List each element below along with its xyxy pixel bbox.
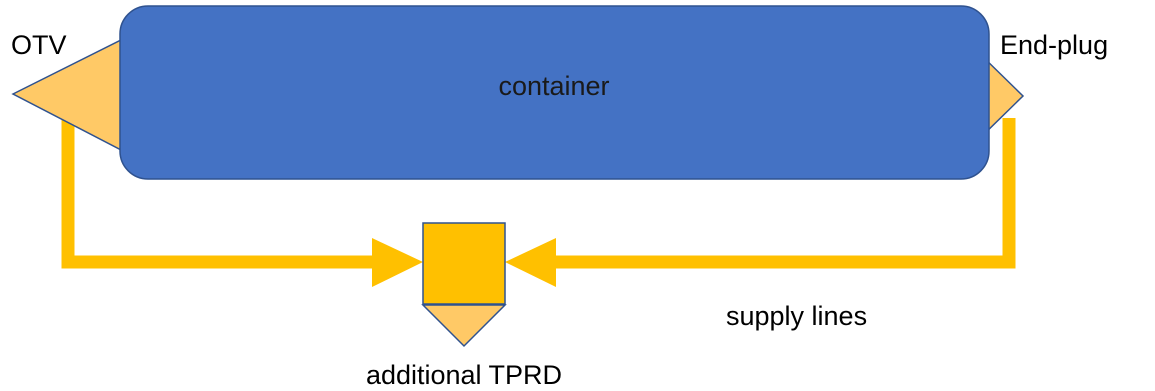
supply-line-left bbox=[61, 120, 380, 269]
arrowhead-right bbox=[505, 238, 556, 287]
label-end-plug: End-plug bbox=[1000, 30, 1108, 60]
supply-line-right bbox=[548, 118, 1016, 269]
arrowhead-left bbox=[372, 238, 423, 287]
tprd-valve-shape bbox=[421, 304, 507, 348]
tprd-box bbox=[422, 222, 506, 305]
label-supply-lines: supply lines bbox=[726, 301, 867, 331]
label-additional-tprd: additional TPRD bbox=[366, 360, 562, 390]
label-otv: OTV bbox=[11, 30, 67, 60]
container-shape bbox=[119, 5, 990, 180]
supply-lines bbox=[61, 118, 1016, 269]
label-container: container bbox=[498, 71, 609, 101]
